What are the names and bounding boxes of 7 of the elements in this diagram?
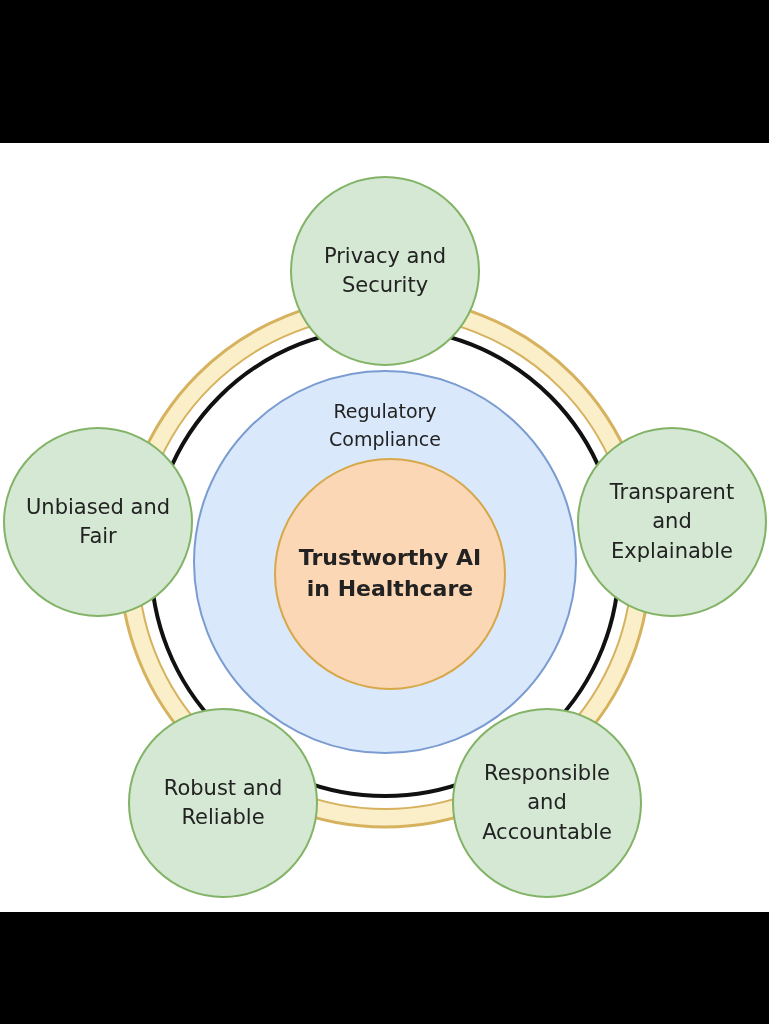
circle-label: Robust and Reliable (162, 774, 284, 831)
circle-label: Transparent and Explainable (608, 478, 736, 565)
circle-label: Responsible and Accountable (481, 759, 613, 846)
circle-label: Privacy and Security (322, 242, 448, 299)
circle-title: Regulatory Compliance (328, 399, 442, 452)
circle-label: Unbiased and Fair (24, 493, 172, 550)
circle-label: Trustworthy AI in Healthcare (297, 544, 483, 603)
